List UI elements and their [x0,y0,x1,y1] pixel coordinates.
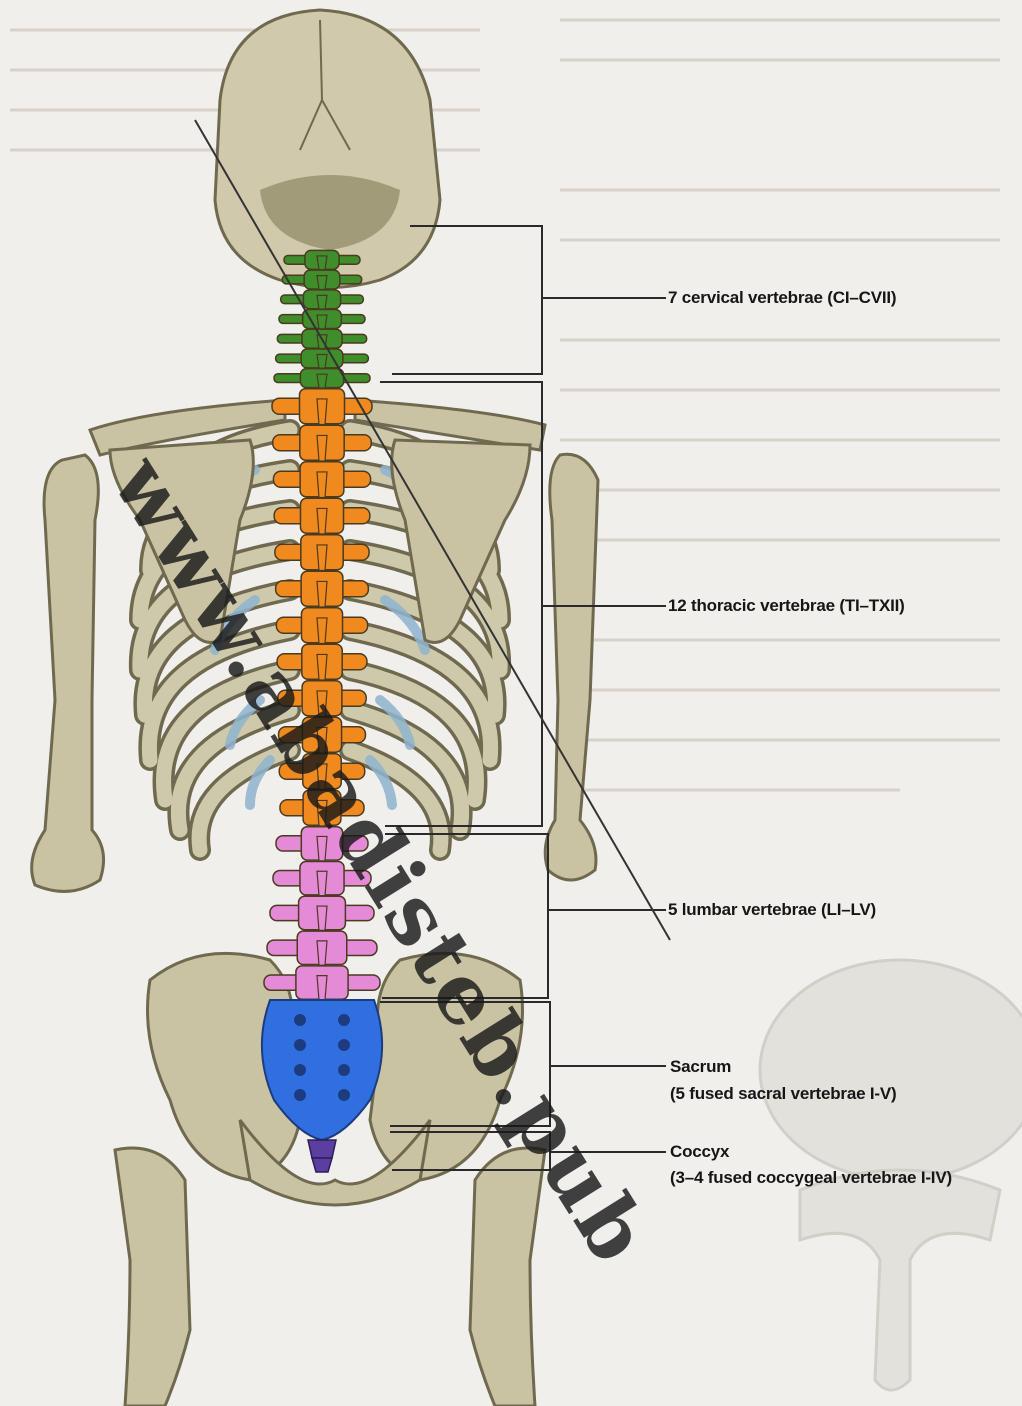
sacrum-label: Sacrum [670,1056,731,1077]
left-arm [32,455,104,891]
sacral-foramen [338,1089,350,1101]
coccyx-detail-label: (3–4 fused coccygeal vertebrae I-IV) [670,1167,952,1188]
cervical-label: 7 cervical vertebrae (CI–CVII) [668,287,896,308]
cervical-vertebra-spinous [317,256,327,270]
cervical-vertebra-spinous [317,374,327,388]
cervical-vertebra-spinous [317,315,327,329]
coccyx-segment [308,1140,336,1158]
thoracic-vertebra-spinous [317,435,327,461]
lumbar-vertebra-spinous [317,871,327,895]
lumbar-vertebra-spinous [317,906,327,930]
thoracic-label: 12 thoracic vertebrae (TI–TXII) [668,595,905,616]
sacral-foramen [294,1014,306,1026]
sacral-foramen [338,1039,350,1051]
thoracic-vertebra-spinous [317,581,327,607]
sacrum-detail-label: (5 fused sacral vertebrae I-V) [670,1083,896,1104]
thoracic-vertebra-spinous [317,508,327,534]
thoracic-vertebra-spinous [317,618,327,644]
cervical-vertebra-spinous [317,276,327,290]
lumbar-vertebra-spinous [317,941,327,965]
sacral-foramen [294,1039,306,1051]
thoracic-vertebra-spinous [317,472,327,498]
lumbar-vertebra-spinous [317,976,327,1000]
coccyx-label: Coccyx [670,1141,729,1162]
thoracic-vertebra-spinous [317,399,327,425]
sacral-foramen [294,1089,306,1101]
skull [215,10,440,288]
sacral-foramen [338,1014,350,1026]
thoracic-vertebra-spinous [317,545,327,571]
cervical-vertebra-spinous [317,354,327,368]
sacral-foramen [338,1064,350,1076]
sacral-foramen [294,1064,306,1076]
cervical-vertebra-spinous [317,295,327,309]
coccyx-segment [312,1158,332,1172]
right-arm [545,454,598,880]
lumbar-label: 5 lumbar vertebrae (LI–LV) [668,899,876,920]
